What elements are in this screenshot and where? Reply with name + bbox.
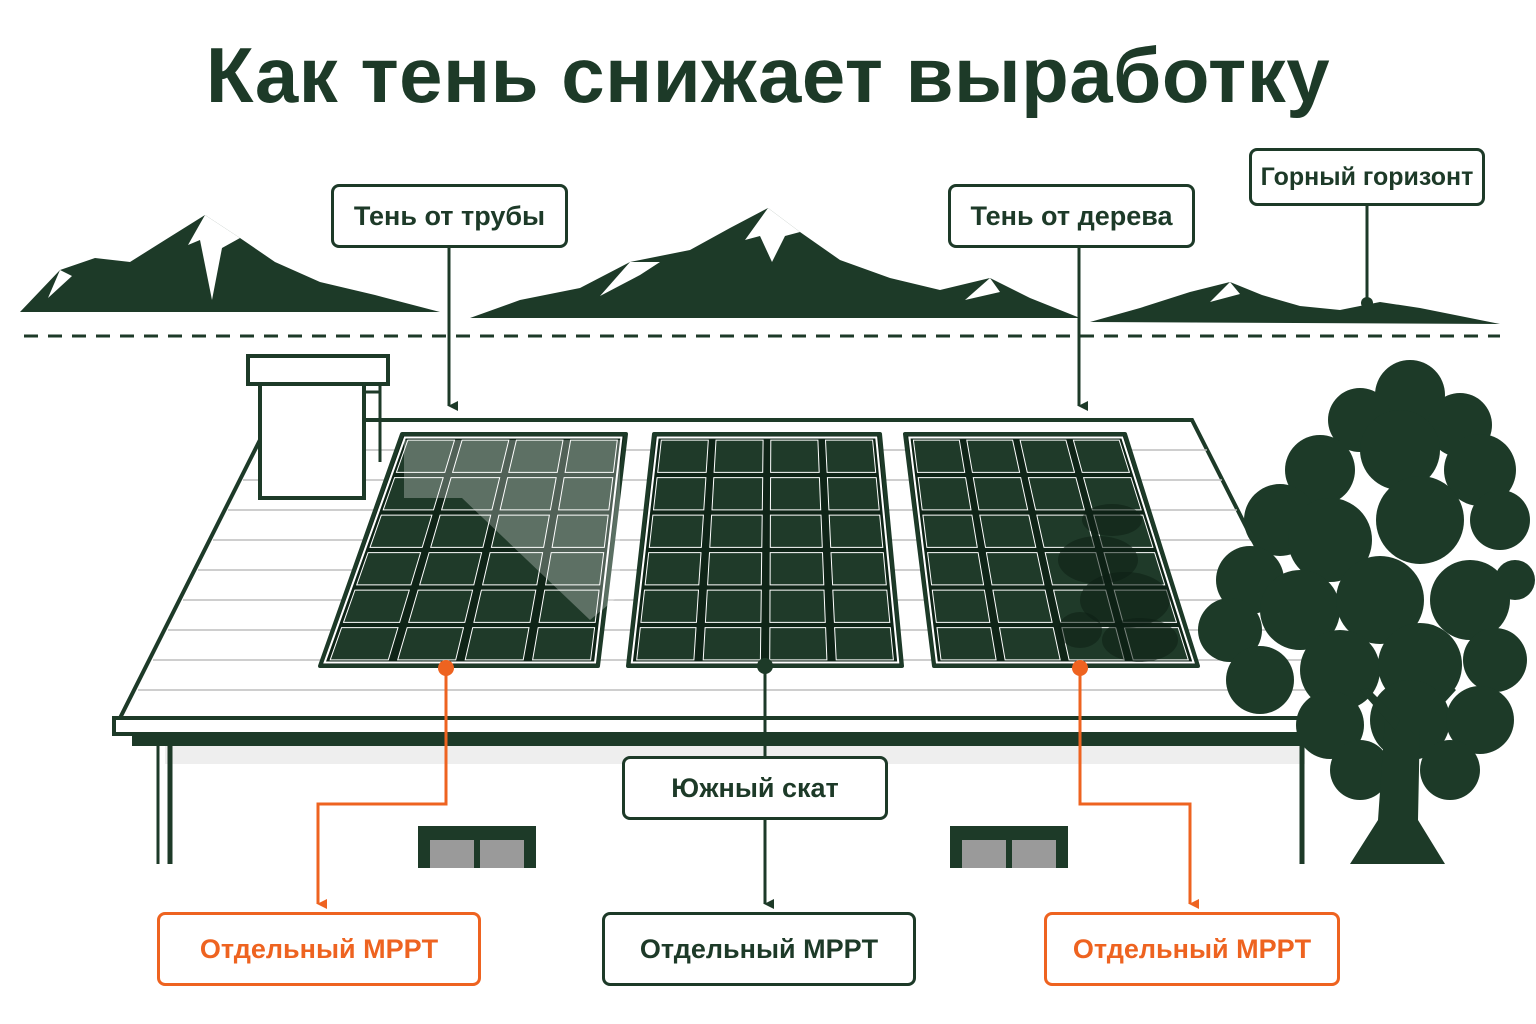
chimney-shadow-overlay [404,440,620,620]
south-slope-label: Южный скат [622,756,888,820]
tree-icon [1198,360,1535,864]
solar-cell [830,552,887,586]
solar-cell [342,589,410,623]
mppt-connector-lines [316,668,1199,909]
solar-cell [912,439,966,473]
solar-cell [1082,477,1142,511]
solar-cell [408,589,474,623]
solar-cell [769,514,823,548]
solar-cell [985,552,1045,586]
tree-shadow-label: Тень от дерева [948,184,1195,248]
solar-panel-icon [318,432,628,668]
solar-cell [711,477,764,511]
mppt-left-label: Отдельный MPPT [157,912,481,986]
solar-cell [382,477,444,511]
solar-cell [430,514,492,548]
solar-cell [769,477,822,511]
solar-cell [834,627,894,661]
solar-cell [972,477,1029,511]
solar-cell [369,514,433,548]
window-icon [950,826,1068,868]
solar-cell [769,627,828,661]
solar-cell [640,589,700,623]
solar-cell [936,627,997,661]
solar-cell [499,477,557,511]
solar-cell [770,439,820,473]
solar-cell [769,552,825,586]
solar-cell [508,439,564,473]
solar-cell [473,589,537,623]
solar-cell [464,627,530,661]
solar-cell [636,627,697,661]
solar-cell [1072,439,1131,473]
solar-cell [979,514,1037,548]
solar-cell [490,514,550,548]
chimney-icon [246,354,390,500]
solar-cell [558,477,614,511]
solar-cell [707,552,763,586]
solar-cell [998,627,1061,661]
solar-cell [451,439,510,473]
tree-shadow-overlay [1058,504,1178,662]
solar-cell [545,552,605,586]
solar-cell [397,627,465,661]
solar-cell [702,627,762,661]
solar-cell [704,589,762,623]
solar-cell [538,589,600,623]
solar-cell [713,439,764,473]
solar-cell [1019,439,1076,473]
solar-cell [532,627,596,661]
window-icon [418,826,536,868]
solar-cell [931,589,991,623]
solar-cell [355,552,422,586]
solar-cell [419,552,483,586]
solar-cell [481,552,544,586]
solar-cell [395,439,456,473]
solar-cell [992,589,1053,623]
solar-cell [824,439,877,473]
page-title: Как тень снижает выработку [205,31,1331,119]
mountain-range-icon [20,208,1500,338]
solar-cell [648,514,704,548]
solar-cell [440,477,501,511]
solar-cell [329,627,399,661]
solar-cell [927,552,985,586]
solar-cell [657,439,709,473]
connector-lines [447,206,1373,909]
solar-cell [826,477,880,511]
solar-cell [922,514,978,548]
solar-cell [551,514,609,548]
solar-cell [966,439,1021,473]
solar-cell [1027,477,1086,511]
solar-cell [832,589,891,623]
solar-panel-icon [626,432,904,668]
mountain-horizon-label: Горный горизонт [1249,148,1485,206]
solar-cell [769,589,826,623]
solar-cell [652,477,707,511]
mppt-right-label: Отдельный MPPT [1044,912,1340,986]
solar-cell [917,477,972,511]
mppt-center-label: Отдельный MPPT [602,912,916,986]
chimney-shadow-label: Тень от трубы [331,184,568,248]
solar-cell [709,514,763,548]
solar-cell [828,514,884,548]
solar-cell [644,552,702,586]
solar-cell [564,439,618,473]
